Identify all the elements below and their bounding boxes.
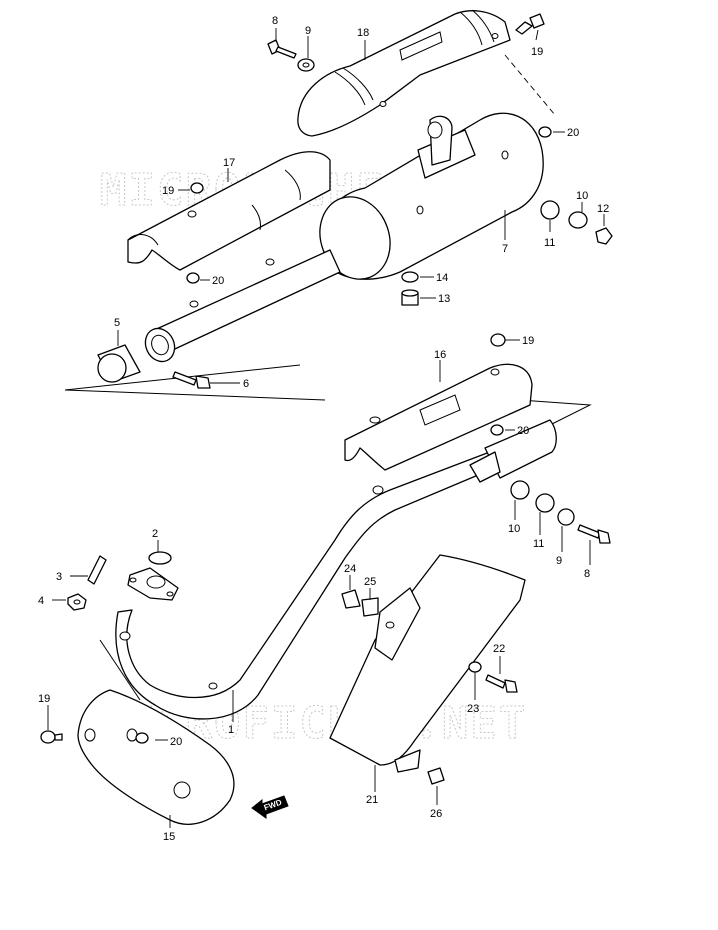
callout-19-top: 19 [531, 46, 543, 58]
callout-20-top: 20 [567, 127, 579, 139]
callout-11-top: 11 [544, 237, 555, 249]
part-17-heat-shield [127, 151, 331, 271]
part-1-exhaust-pipe [115, 419, 557, 720]
callout-labels: 8 9 18 19 20 17 19 10 12 11 7 20 14 13 5… [38, 15, 609, 843]
leader-lines [47, 28, 605, 828]
callout-12: 12 [597, 203, 609, 215]
part-18-muffler-cover-upper [297, 9, 511, 137]
part-5-sleeve [97, 344, 141, 383]
part-16-heat-shield-front [344, 363, 533, 471]
part-15-lower-shield [77, 689, 235, 825]
callout-22: 22 [493, 643, 505, 655]
connector-pipe-rear [144, 249, 341, 363]
callout-7: 7 [502, 243, 508, 255]
callout-20-left: 20 [212, 275, 224, 287]
callout-15: 15 [163, 831, 175, 843]
callout-13: 13 [438, 293, 450, 305]
part-4-nut [67, 593, 87, 611]
callout-21: 21 [366, 794, 378, 806]
callout-5: 5 [114, 317, 120, 329]
callout-24: 24 [344, 563, 356, 575]
callout-26: 26 [430, 808, 442, 820]
callout-19-bottom: 19 [38, 693, 50, 705]
callout-25: 25 [364, 576, 376, 588]
callout-9: 9 [305, 25, 311, 37]
callout-20-bottom: 20 [170, 736, 182, 748]
callout-3: 3 [56, 571, 62, 583]
callout-8: 8 [272, 15, 278, 27]
callout-20-mid: 20 [517, 425, 529, 437]
callout-10-bottom: 10 [508, 523, 520, 535]
part-3-stud [87, 555, 107, 585]
callout-4: 4 [38, 595, 44, 607]
part-2-gasket [148, 551, 172, 565]
callout-18: 18 [357, 27, 369, 39]
fasteners [40, 13, 613, 785]
callout-23: 23 [467, 703, 479, 715]
callout-17: 17 [223, 157, 235, 169]
part-21-guard [329, 554, 526, 773]
callout-2: 2 [152, 528, 158, 540]
callout-14: 14 [436, 272, 448, 284]
callout-1: 1 [228, 724, 234, 736]
callout-6: 6 [243, 378, 249, 390]
callout-16: 16 [434, 349, 446, 361]
fwd-direction-arrow: FWD [251, 795, 289, 819]
callout-8-bottom: 8 [584, 568, 590, 580]
callout-19-mid: 19 [522, 335, 534, 347]
callout-10-top: 10 [576, 190, 588, 202]
callout-11-bottom: 11 [533, 538, 544, 550]
part-7-muffler [319, 112, 544, 280]
callout-19-left: 19 [162, 185, 174, 197]
callout-9-bottom: 9 [556, 555, 562, 567]
